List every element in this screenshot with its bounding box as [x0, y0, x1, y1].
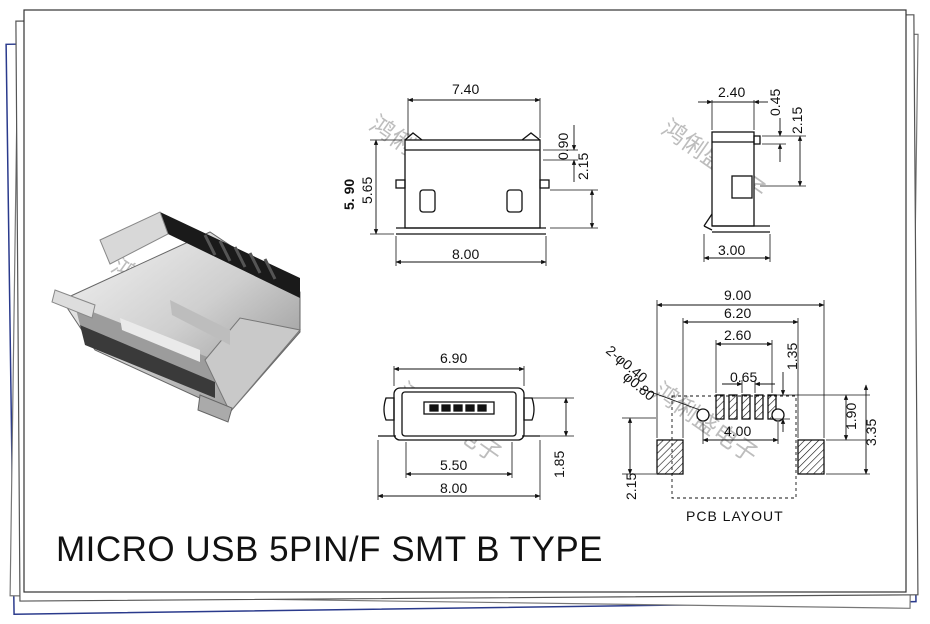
- dim-top-height: 1.85: [551, 451, 567, 478]
- dim-front-width-top: 7.40: [452, 81, 479, 97]
- dim-front-width-bottom: 8.00: [452, 246, 479, 262]
- dim-side-width-top: 2.40: [718, 84, 745, 100]
- connector-photo: [51, 211, 301, 423]
- pcb-layout-caption: PCB LAYOUT: [686, 508, 784, 524]
- dim-front-height-total: 5. 90: [341, 179, 357, 210]
- side-view-labels: 2.40 3.00 0.45 2.15: [718, 84, 805, 258]
- dim-pcb-pin-span: 2.60: [724, 327, 751, 343]
- dim-pcb-right-1: 1.90: [843, 403, 859, 430]
- dim-pcb-hole-span: 4.00: [724, 423, 751, 439]
- dim-front-side-1: 0.90: [555, 133, 571, 160]
- drawing-title: MICRO USB 5PIN/F SMT B TYPE: [56, 530, 604, 569]
- side-view: [698, 99, 806, 262]
- pcb-layout: [622, 300, 870, 499]
- dim-side-1: 0.45: [767, 89, 783, 116]
- dim-front-height-body: 5.65: [359, 177, 375, 204]
- front-view-labels: 7.40 8.00 5. 90 5.65 0.90 2.15: [341, 81, 591, 262]
- dim-top-width-mid: 5.50: [440, 457, 467, 473]
- dim-pcb-total-width: 9.00: [724, 287, 751, 303]
- top-view-labels: 6.90 5.50 8.00 1.85: [440, 350, 567, 496]
- front-view: [370, 97, 598, 266]
- dim-pcb-pin-pitch: 0.65: [730, 369, 757, 385]
- dim-side-width-bottom: 3.00: [718, 242, 745, 258]
- dim-pcb-pad-width: 6.20: [724, 305, 751, 321]
- dim-pcb-right-2: 3.35: [863, 419, 879, 446]
- paper-stack: [5, 9, 919, 616]
- top-view: [377, 366, 574, 500]
- dim-pcb-left: 2.15: [623, 473, 639, 500]
- dim-top-width-bottom: 8.00: [440, 480, 467, 496]
- dim-pcb-pin-length: 1.35: [784, 343, 800, 370]
- dim-top-width-top: 6.90: [440, 350, 467, 366]
- dim-front-side-2: 2.15: [575, 153, 591, 180]
- dim-side-2: 2.15: [789, 107, 805, 134]
